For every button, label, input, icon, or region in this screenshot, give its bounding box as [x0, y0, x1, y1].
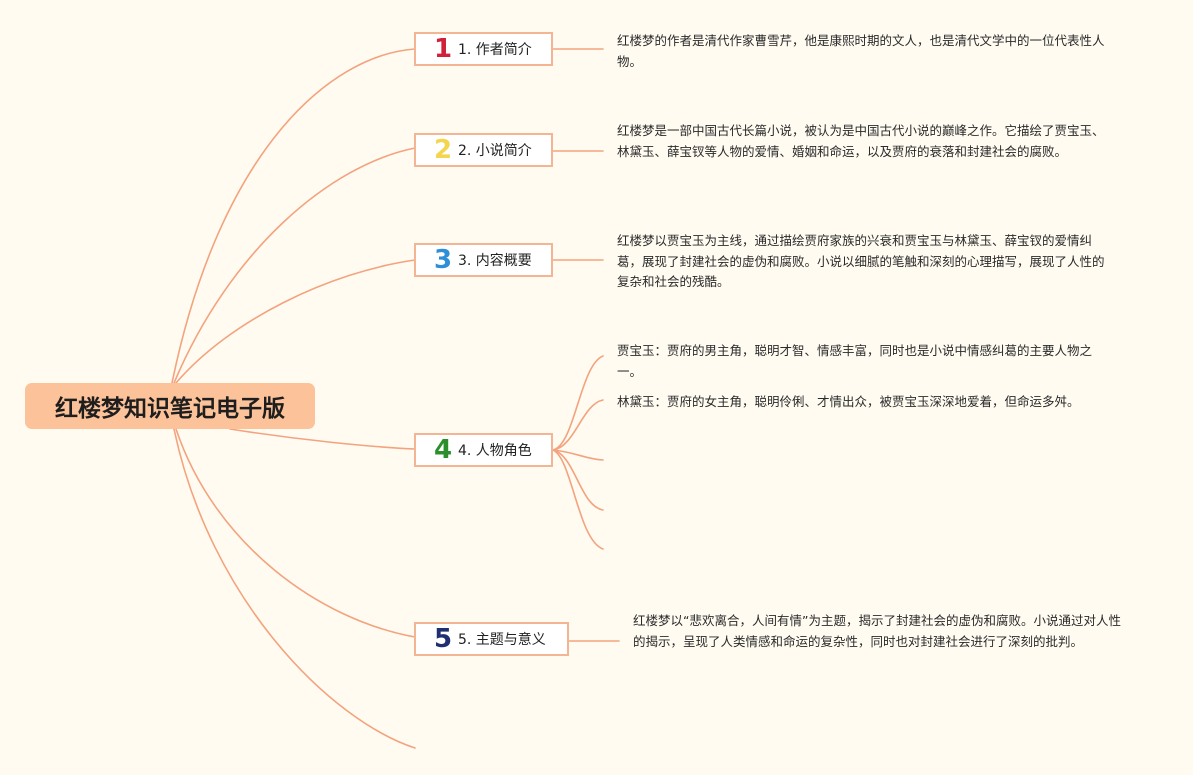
number-two-badge: 2 — [434, 135, 453, 165]
topic-author-intro[interactable]: 1 1. 作者简介 — [414, 32, 553, 66]
topic-novel-intro[interactable]: 2 2. 小说简介 — [414, 133, 553, 167]
sub-branch-5 — [552, 449, 604, 550]
number-four-badge: 4 — [434, 435, 453, 465]
topic-label: 4. 人物角色 — [458, 443, 532, 459]
sub-branch-4 — [552, 449, 604, 511]
branch-line-3 — [175, 259, 416, 384]
topic-3-description: 红楼梦以贾宝玉为主线，通过描绘贾府家族的兴衰和贾宝玉与林黛玉、薛宝钗的爱情纠葛，… — [617, 233, 1105, 289]
topic-label: 3. 内容概要 — [458, 253, 532, 269]
branch-line-5 — [175, 428, 416, 638]
topic-theme-significance[interactable]: 5 5. 主题与意义 — [414, 622, 569, 656]
topic-label: 2. 小说简介 — [458, 143, 532, 159]
character-jia-baoyu: 贾宝玉：贾府的男主角，聪明才智、情感丰富，同时也是小说中情感纠葛的主要人物之一。 — [617, 343, 1093, 379]
topic-2-description: 红楼梦是一部中国古代长篇小说，被认为是中国古代小说的巅峰之作。它描绘了贾宝玉、林… — [617, 123, 1105, 159]
number-three-badge: 3 — [434, 245, 453, 275]
topic-1-description: 红楼梦的作者是清代作家曹雪芹，他是康熙时期的文人，也是清代文学中的一位代表性人物… — [617, 33, 1105, 69]
root-title[interactable]: 红楼梦知识笔记电子版 — [25, 383, 315, 429]
branch-line-4 — [229, 428, 416, 450]
branch-line-6 — [173, 428, 416, 749]
character-lin-daiyu: 林黛玉：贾府的女主角，聪明伶俐、才情出众，被贾宝玉深深地爱着，但命运多舛。 — [617, 394, 1080, 409]
topic-label: 1. 作者简介 — [458, 42, 532, 58]
topic-label: 5. 主题与意义 — [458, 632, 546, 648]
number-five-badge: 5 — [434, 624, 453, 654]
topic-content-summary[interactable]: 3 3. 内容概要 — [414, 243, 553, 277]
branch-line-2 — [173, 147, 416, 384]
number-one-badge: 1 — [434, 34, 453, 64]
branch-line-1 — [171, 48, 416, 384]
sub-branch-2 — [552, 399, 604, 451]
topic-5-description: 红楼梦以“悲欢离合，人间有情”为主题，揭示了封建社会的虚伪和腐败。小说通过对人性… — [633, 613, 1121, 649]
sub-branch-1 — [552, 355, 604, 451]
sub-branch-3 — [552, 449, 604, 461]
topic-characters[interactable]: 4 4. 人物角色 — [414, 433, 553, 467]
